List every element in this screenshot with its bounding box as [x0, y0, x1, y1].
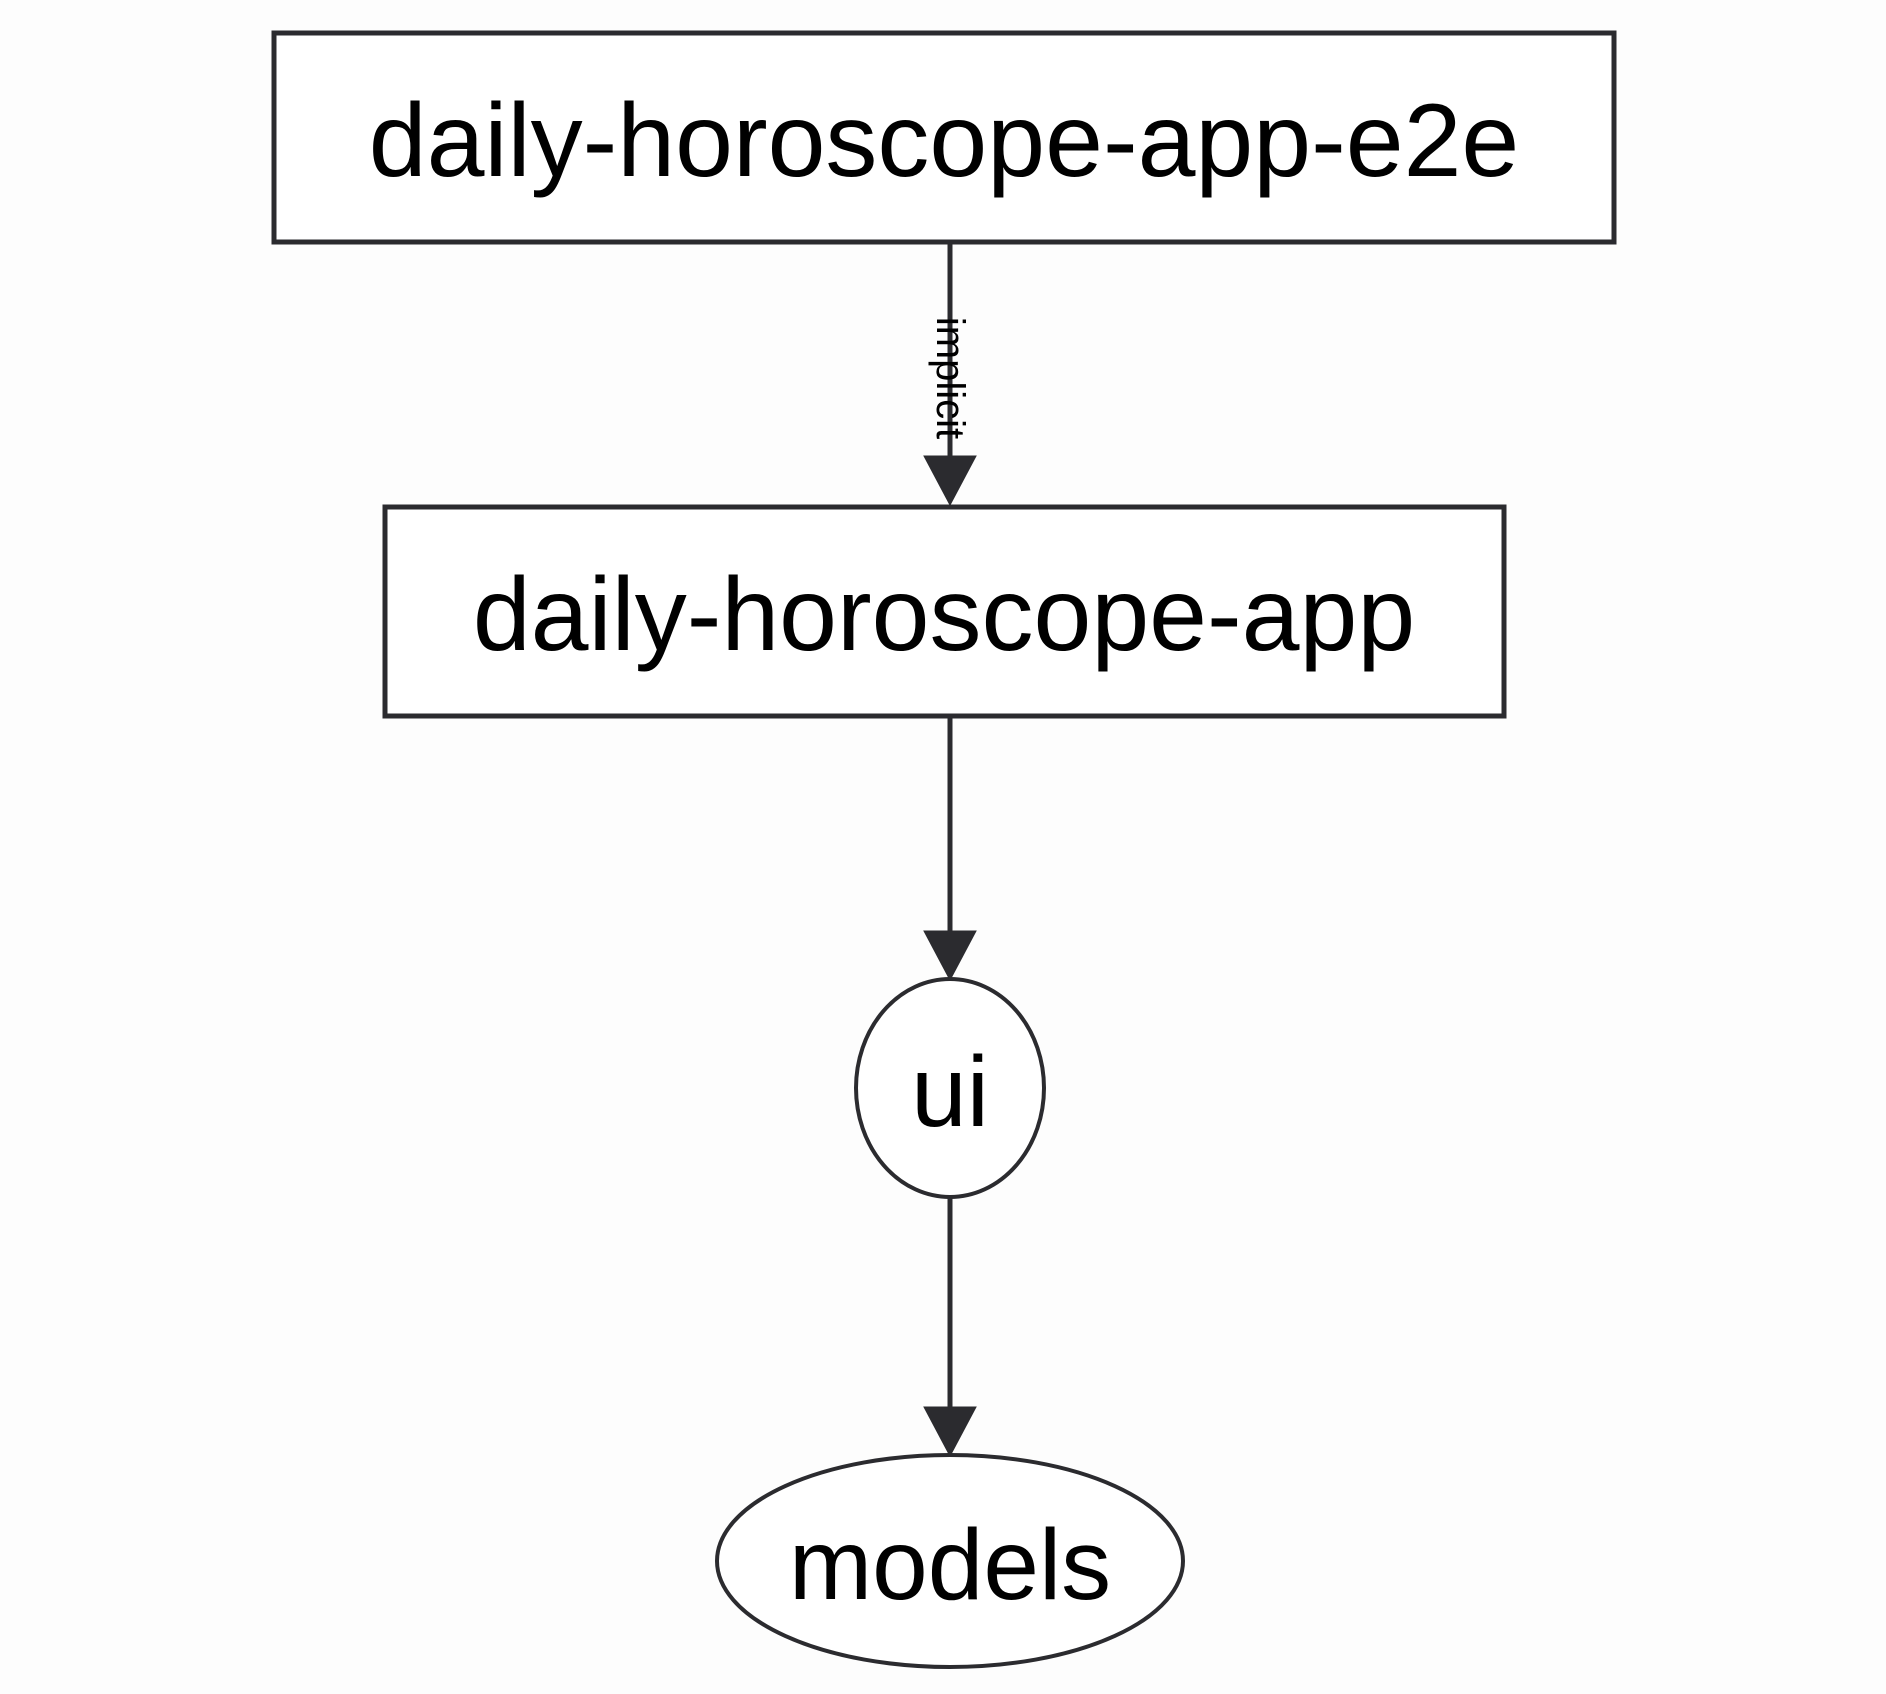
- edge-ui-to-models[interactable]: [923, 1197, 977, 1458]
- node-rect-app: [382, 504, 1507, 719]
- arrowhead-icon: [923, 930, 977, 982]
- node-label-daily-horoscope-app-e2e: daily-horoscope-app-e2e: [369, 83, 1520, 199]
- node-daily-horoscope-app[interactable]: daily-horoscope-app: [382, 504, 1507, 719]
- edge-e2e-to-app[interactable]: implicit: [923, 243, 977, 507]
- node-label-models: models: [789, 1509, 1111, 1621]
- node-rect-e2e: [271, 30, 1617, 245]
- arrowhead-icon: [923, 1406, 977, 1458]
- arrowhead-icon: [923, 455, 977, 507]
- node-ellipse-models: [715, 1453, 1185, 1669]
- edge-app-to-ui[interactable]: [923, 718, 977, 982]
- node-label-ui: ui: [911, 1036, 989, 1148]
- node-models[interactable]: models: [715, 1453, 1185, 1669]
- node-daily-horoscope-app-e2e[interactable]: daily-horoscope-app-e2e: [271, 30, 1617, 245]
- node-ellipse-ui: [854, 977, 1046, 1199]
- node-ui[interactable]: ui: [854, 977, 1046, 1199]
- node-label-daily-horoscope-app: daily-horoscope-app: [473, 557, 1415, 673]
- edge-label-implicit: implicit: [928, 317, 972, 439]
